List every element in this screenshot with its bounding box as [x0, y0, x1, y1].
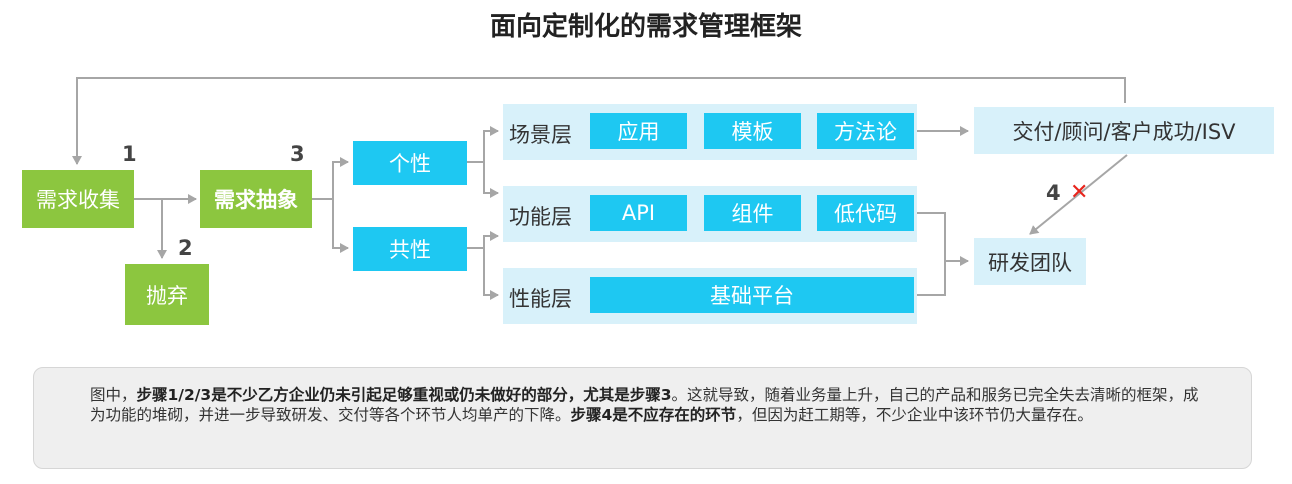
- abstract-to-individual-arrow: [312, 157, 349, 200]
- step-4-label: 4: [1046, 181, 1061, 205]
- note-text-1: 图中，: [90, 386, 137, 404]
- individual-to-scene-arrow: [467, 126, 499, 163]
- note-text-2: 。这就导致，随着业务量上升，自己的产品和服务已完全失去清晰的框架，成为功能的堆砌…: [90, 386, 1199, 424]
- individual-to-function-arrow: [483, 162, 499, 198]
- scene-item-methodology: 方法论: [817, 113, 914, 149]
- common-to-function-arrow: [467, 231, 499, 249]
- function-item-component: 组件: [704, 195, 801, 231]
- function-item-lowcode: 低代码: [817, 195, 914, 231]
- rnd-node: 研发团队: [974, 238, 1086, 285]
- individual-node: 个性: [353, 141, 467, 185]
- step-3-label: 3: [290, 142, 305, 166]
- common-node: 共性: [353, 227, 467, 271]
- diagram-title: 面向定制化的需求管理框架: [489, 12, 802, 42]
- abandon-node: 抛弃: [125, 264, 209, 325]
- function-to-rnd-line: [915, 212, 969, 266]
- delivery-to-rnd-arrow: [1029, 154, 1128, 235]
- collect-node: 需求收集: [22, 170, 134, 228]
- scene-item-template: 模板: [704, 113, 801, 149]
- step-4-cross-icon: ✕: [1070, 180, 1089, 205]
- performance-layer-label: 性能层: [509, 287, 572, 311]
- note-bold-1: 步骤1/2/3是不少乙方企业仍未引起足够重视或仍未做好的部分，尤其是步骤3: [136, 386, 672, 404]
- step-1-label: 1: [122, 142, 137, 166]
- delivery-node: 交付/顾问/客户成功/ISV: [974, 107, 1274, 154]
- explanation-note: 图中，步骤1/2/3是不少乙方企业仍未引起足够重视或仍未做好的部分，尤其是步骤3…: [33, 367, 1252, 469]
- scene-item-app: 应用: [590, 113, 687, 149]
- function-item-api: API: [590, 195, 687, 231]
- note-text-3: ，但因为赶工期等，不少企业中该环节仍大量存在。: [736, 406, 1093, 424]
- note-bold-2: 步骤4是不应存在的环节: [570, 406, 737, 424]
- common-to-performance-arrow: [483, 248, 499, 300]
- function-layer-label: 功能层: [509, 205, 572, 229]
- feedback-loop-line: [72, 77, 1126, 165]
- performance-to-rnd-line: [915, 261, 946, 296]
- abstract-to-common-arrow: [332, 199, 349, 253]
- step-2-label: 2: [178, 236, 193, 260]
- performance-item-platform: 基础平台: [590, 277, 914, 313]
- abstract-node: 需求抽象: [200, 170, 312, 228]
- scene-layer-label: 场景层: [509, 123, 572, 147]
